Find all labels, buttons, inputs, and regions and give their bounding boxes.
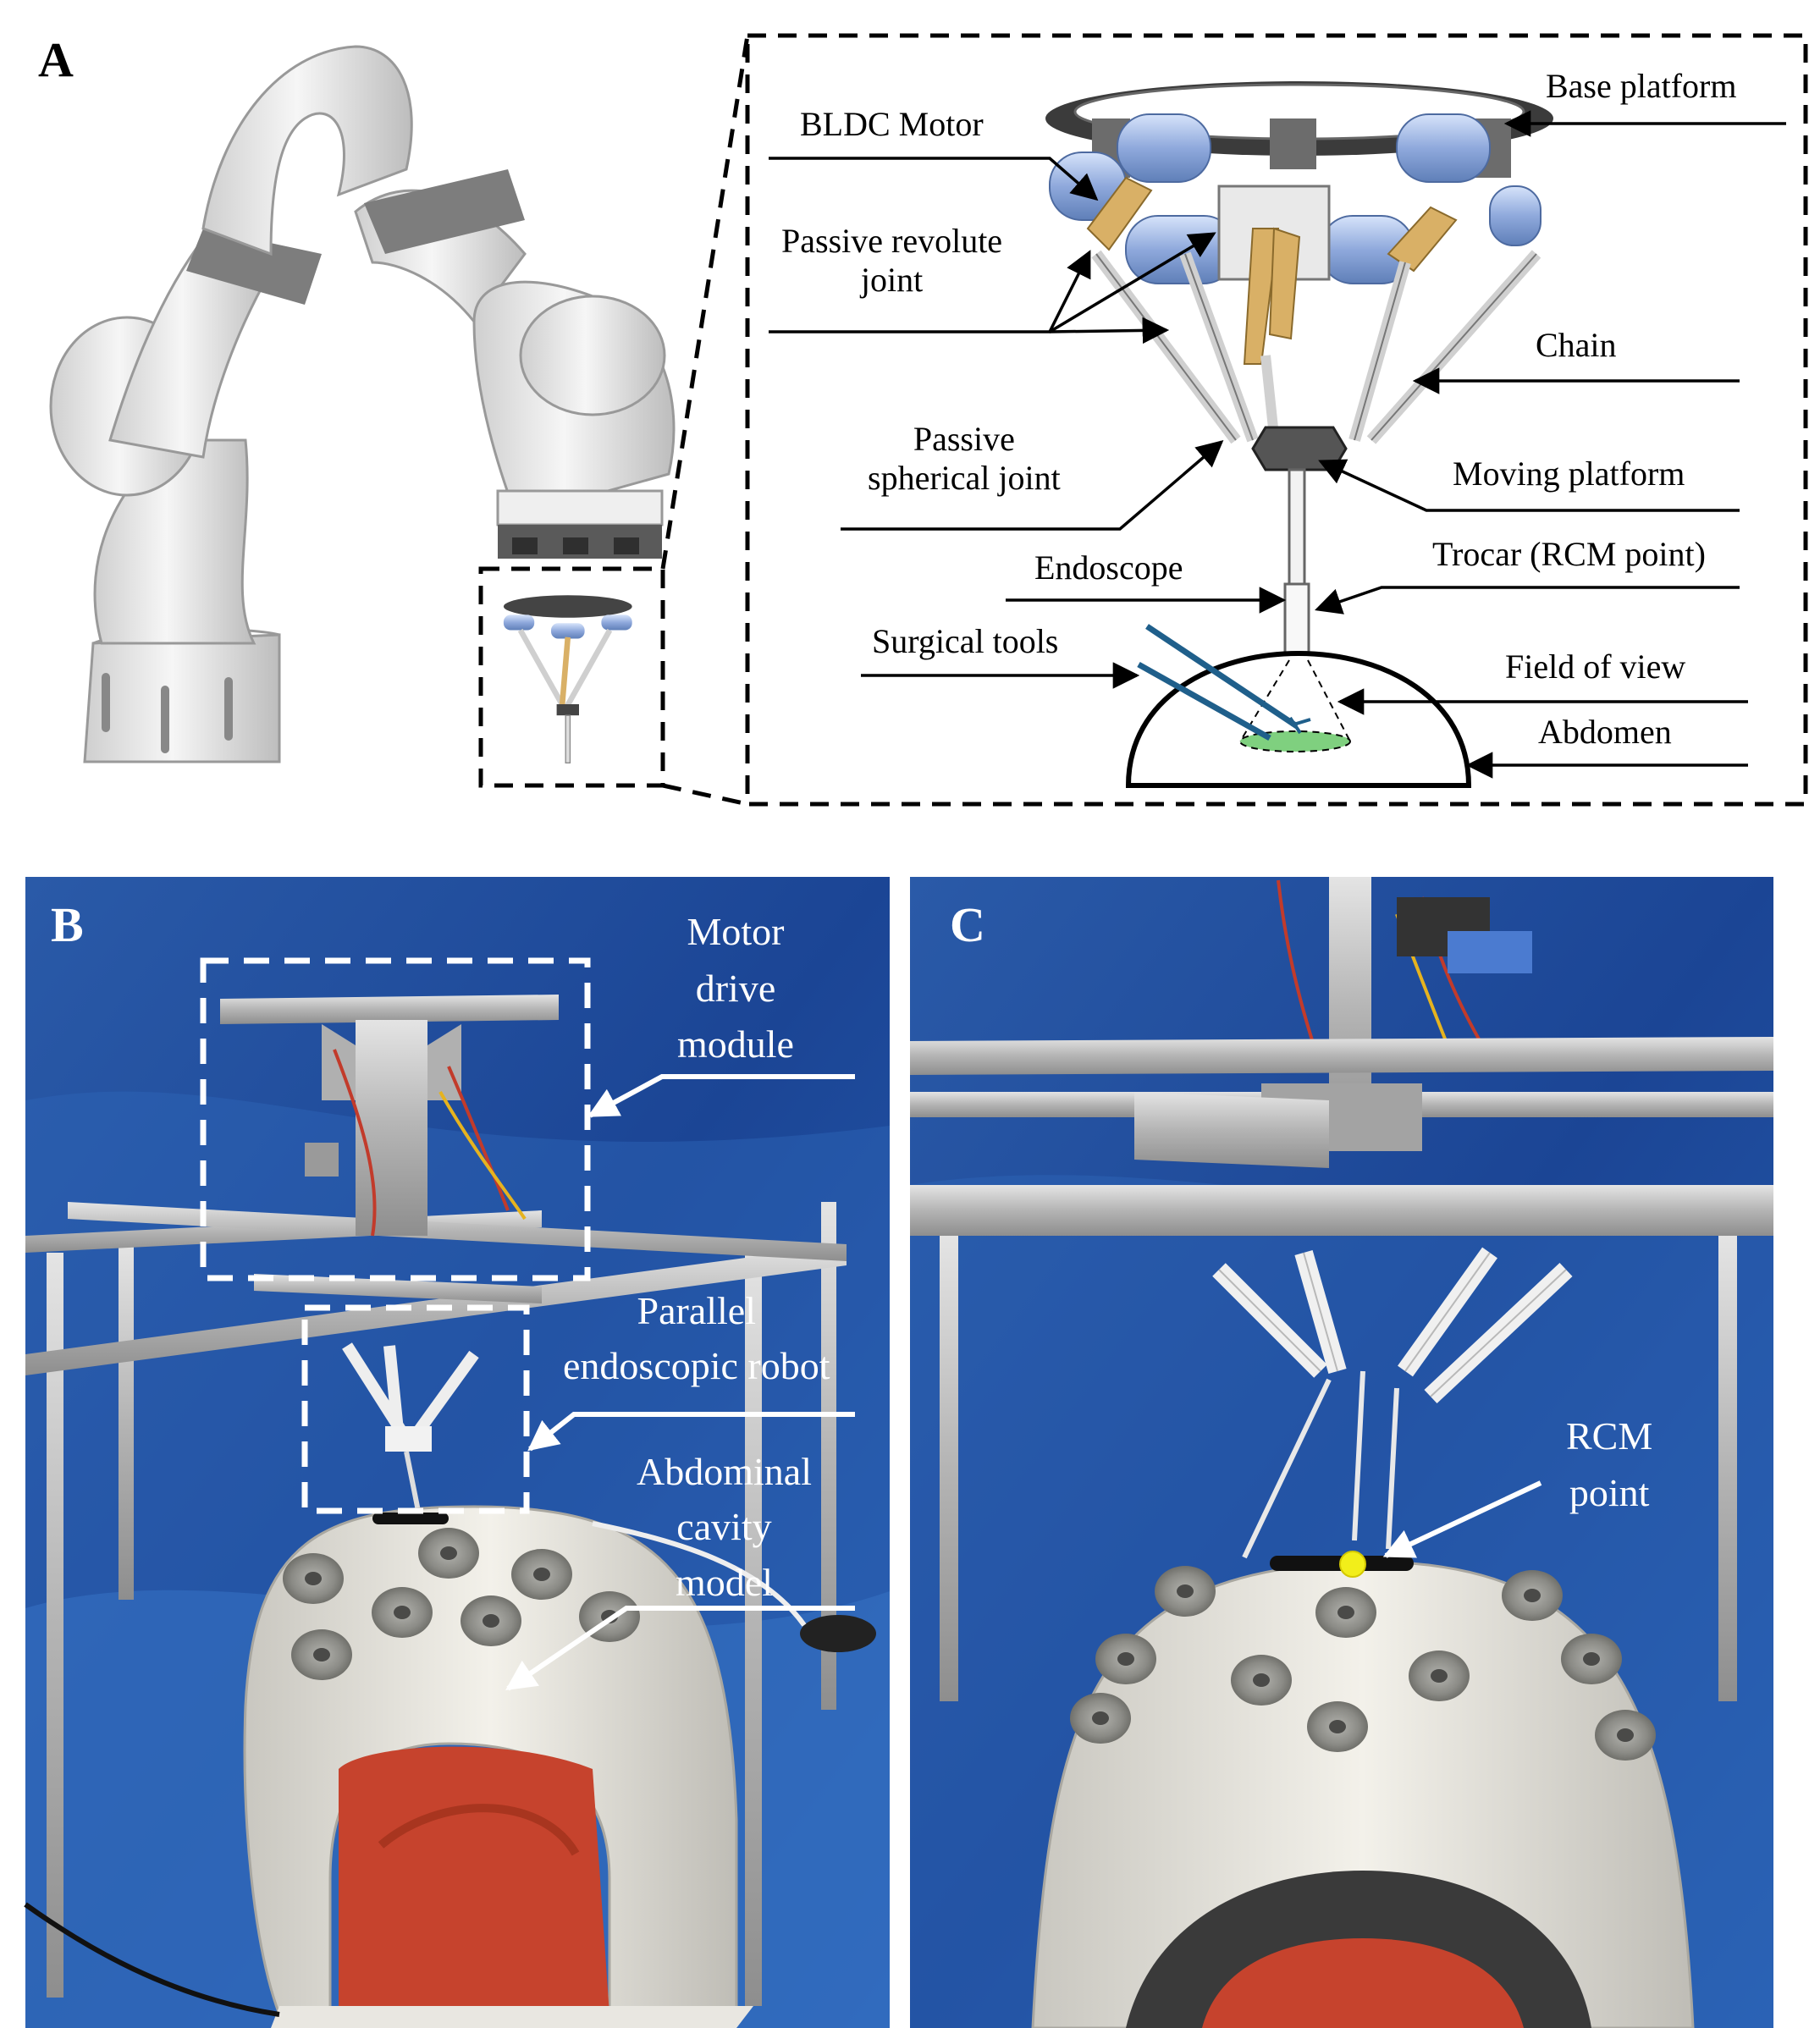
label-endoscope: Endoscope [1034,548,1183,587]
label-parallel-endoscopic-robot: Parallel endoscopic robot [563,1289,830,1388]
robot-box [301,1304,530,1514]
photo-c [910,877,1773,2028]
label-abdomen: Abdomen [1538,713,1672,751]
zoom-connector-bottom [662,783,748,807]
robot-arm-illustration [49,45,676,763]
label-field-of-view: Field of view [1505,648,1686,686]
label-surgical-tools: Surgical tools [872,622,1059,660]
photo-b [24,877,890,2028]
label-bldc-motor: BLDC Motor [800,105,984,143]
panel-c-leaders [1382,1480,1542,1558]
label-passive-spherical-joint: Passive spherical joint [868,420,1061,497]
panel-a-leaders [769,110,1786,779]
panel-a-letter: A [38,32,74,87]
label-chain: Chain [1536,326,1617,364]
label-trocar: Trocar (RCM point) [1432,535,1706,573]
zoom-source-box [478,566,665,788]
zoom-detail-box [745,33,1808,807]
panel-c-letter: C [950,897,985,952]
label-passive-revolute-joint: Passive revolute joint [781,222,1003,299]
abdomen-diagram [1125,624,1472,788]
panel-b-letter: B [51,897,84,952]
panel-b-leaders [505,1074,855,1691]
zoom-connector-top [660,35,750,570]
label-rcm-point: RCM point [1566,1414,1653,1514]
rcm-point-marker [1339,1551,1366,1578]
label-base-platform: Base platform [1546,67,1737,105]
label-moving-platform: Moving platform [1453,455,1685,493]
label-abdominal-cavity-model: Abdominal cavity model [637,1450,812,1604]
motor-drive-box [200,957,591,1281]
label-motor-drive-module: Motor drive module [677,910,794,1066]
